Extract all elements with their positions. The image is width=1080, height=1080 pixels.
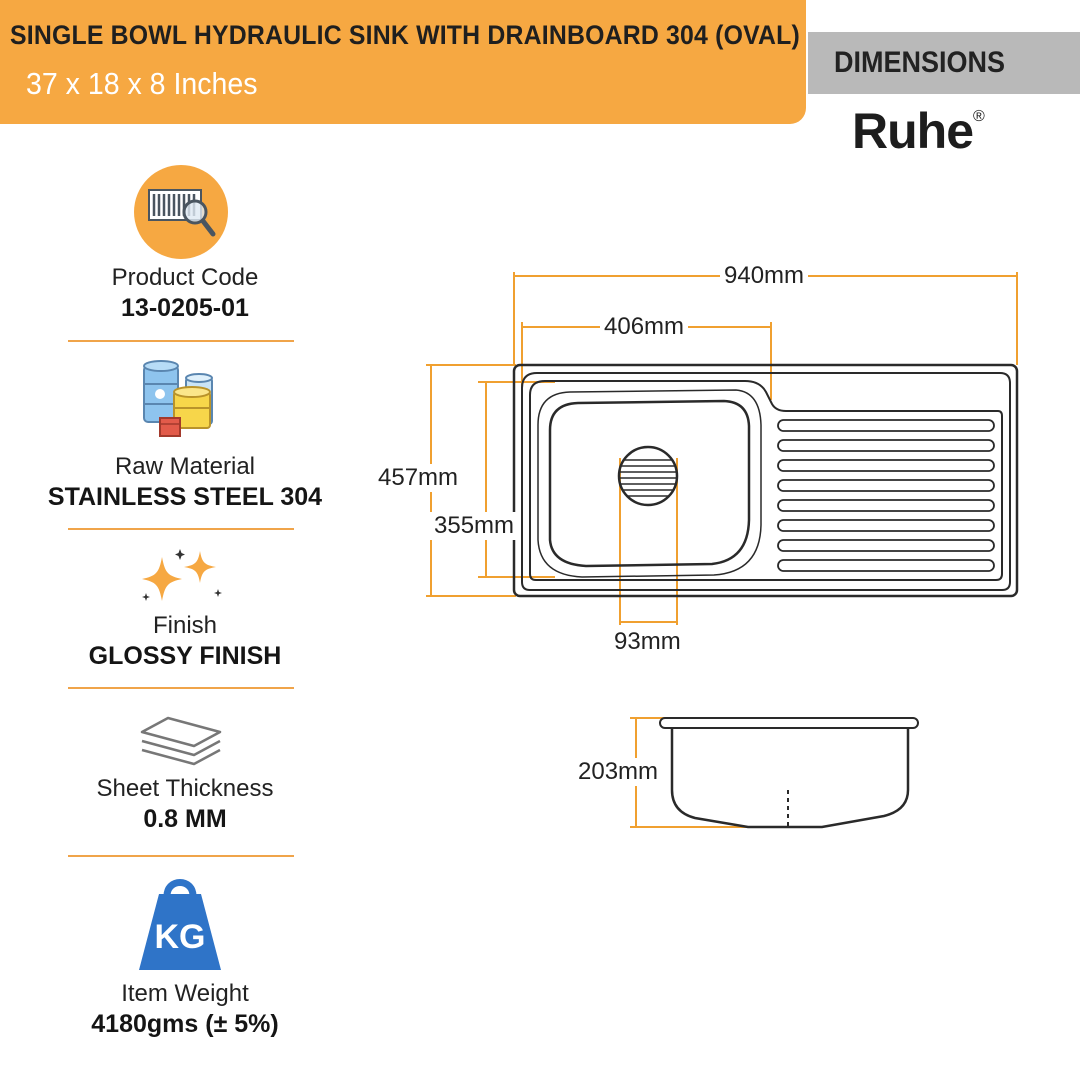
spec-item-weight: Item Weight 4180gms (± 5%) (40, 980, 330, 1039)
spec-product-code: Product Code 13-0205-01 (40, 264, 330, 323)
spec-value: GLOSSY FINISH (88, 642, 282, 670)
title-banner: SINGLE BOWL HYDRAULIC SINK WITH DRAINBOA… (0, 0, 806, 124)
weight-kg-icon: KG (137, 874, 223, 974)
spec-divider (68, 340, 294, 342)
spec-divider (68, 687, 294, 689)
brand-name: Ruhe (852, 103, 974, 159)
barcode-search-icon (133, 164, 229, 260)
sheet-layers-icon (138, 714, 224, 770)
spec-raw-material: Raw Material STAINLESS STEEL 304 (40, 453, 330, 512)
dim-bowl-length: 406mm (600, 313, 689, 341)
dim-depth: 203mm (574, 758, 663, 786)
spec-label: Finish (152, 612, 218, 639)
spec-label: Sheet Thickness (96, 775, 274, 802)
spec-divider (68, 855, 294, 857)
sink-side-view (630, 717, 919, 829)
spec-divider (68, 528, 294, 530)
spec-finish: Finish GLOSSY FINISH (40, 612, 330, 671)
spec-label: Raw Material (114, 453, 256, 480)
brand-logo: Ruhe® (852, 102, 985, 160)
spec-value: STAINLESS STEEL 304 (47, 483, 323, 511)
sparkle-icon (138, 545, 224, 607)
material-drums-icon (138, 356, 228, 444)
dimensions-tab-label: DIMENSIONS (834, 46, 1006, 79)
dim-overall-width: 457mm (374, 464, 463, 492)
dim-drain-diameter: 93mm (610, 628, 685, 656)
drain-strainer (620, 459, 676, 497)
dim-bowl-width: 355mm (430, 512, 519, 540)
registered-mark: ® (973, 108, 985, 125)
spec-sheet-thickness: Sheet Thickness 0.8 MM (40, 775, 330, 834)
weight-icon-text: KG (155, 918, 206, 956)
spec-value: 0.8 MM (143, 805, 227, 833)
drainboard-ribs (777, 419, 995, 572)
product-size: 37 x 18 x 8 Inches (26, 66, 258, 101)
dim-overall-length: 940mm (720, 262, 809, 290)
dimensions-tab: DIMENSIONS (808, 32, 1080, 94)
spec-value: 13-0205-01 (121, 294, 249, 322)
spec-value: 4180gms (± 5%) (91, 1010, 279, 1038)
product-title: SINGLE BOWL HYDRAULIC SINK WITH DRAINBOA… (10, 20, 800, 50)
spec-label: Product Code (111, 264, 259, 291)
spec-label: Item Weight (121, 980, 249, 1007)
